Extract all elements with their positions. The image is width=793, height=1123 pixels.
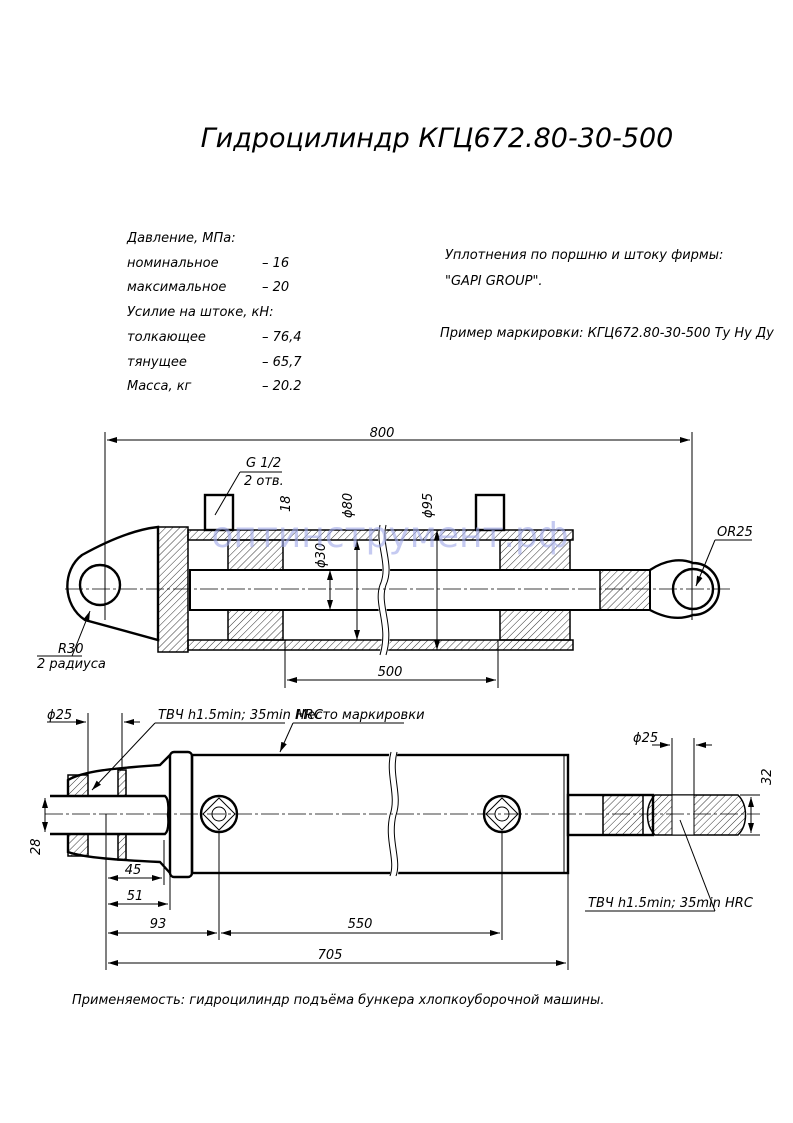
- seals-brand: "GAPI GROUP".: [445, 274, 543, 289]
- spec-label: тянущее: [127, 355, 187, 370]
- spec-value: – 20.2: [262, 379, 302, 394]
- spec-value: – 65,7: [262, 355, 302, 370]
- hardening-right: ТВЧ h1.5min; 35min HRC: [588, 896, 754, 911]
- port-dim: 18: [279, 495, 294, 512]
- port-thread: G 1/2: [246, 456, 281, 471]
- applicability-note: Применяемость: гидроцилиндр подъёма бунк…: [72, 993, 604, 1008]
- clevis-radius: R30: [58, 642, 84, 657]
- spec-label: номинальное: [127, 256, 219, 271]
- spec-label: Масса, кг: [127, 379, 192, 394]
- clevis-width-dim: 28: [29, 838, 44, 855]
- dim-93: 93: [150, 917, 167, 932]
- spec-label: максимальное: [127, 280, 226, 295]
- hardening-left: ТВЧ h1.5min; 35min HRC: [158, 708, 324, 723]
- spec-value: – 76,4: [262, 330, 302, 345]
- spec-value: – 20: [262, 280, 289, 295]
- marking-example: Пример маркировки: КГЦ672.80-30-500 Ту Н…: [440, 326, 774, 341]
- stroke-dim: 500: [378, 665, 403, 680]
- drawing-title: Гидроцилиндр КГЦ672.80-30-500: [201, 123, 674, 154]
- pin-right-dim: ϕ25: [633, 731, 658, 746]
- dim-705: 705: [318, 948, 343, 963]
- pressure-header: Давление, МПа:: [126, 231, 236, 246]
- specifications: Давление, МПа: номинальное – 16 максимал…: [126, 231, 302, 394]
- pin-left-dim: ϕ25: [47, 708, 72, 723]
- dim-overall: 800: [370, 426, 395, 441]
- eye-radius: OR25: [717, 525, 753, 540]
- plan-view: ϕ25 ТВЧ h1.5min; 35min HRC Место маркиро…: [29, 708, 775, 970]
- dim-550: 550: [348, 917, 373, 932]
- dim-51: 51: [127, 889, 144, 904]
- port-count: 2 отв.: [244, 474, 284, 489]
- rod-dim: ϕ30: [314, 543, 329, 568]
- section-view: 800 G 1/2 2 отв. 18 ϕ80 ϕ95 ϕ30 500: [37, 426, 753, 688]
- spec-value: – 16: [262, 256, 289, 271]
- clevis-radius-note: 2 радиуса: [37, 657, 106, 672]
- marking-place: Место маркировки: [296, 708, 425, 723]
- eye-width-dim: 32: [760, 768, 775, 785]
- bore-dim: ϕ80: [341, 493, 356, 518]
- watermark: оптинструмент.рф: [211, 515, 568, 556]
- dim-45: 45: [125, 863, 142, 878]
- seals-note: Уплотнения по поршню и штоку фирмы:: [445, 248, 723, 263]
- outer-dim: ϕ95: [421, 493, 436, 518]
- force-header: Усилие на штоке, кН:: [127, 305, 274, 320]
- spec-label: толкающее: [127, 330, 206, 345]
